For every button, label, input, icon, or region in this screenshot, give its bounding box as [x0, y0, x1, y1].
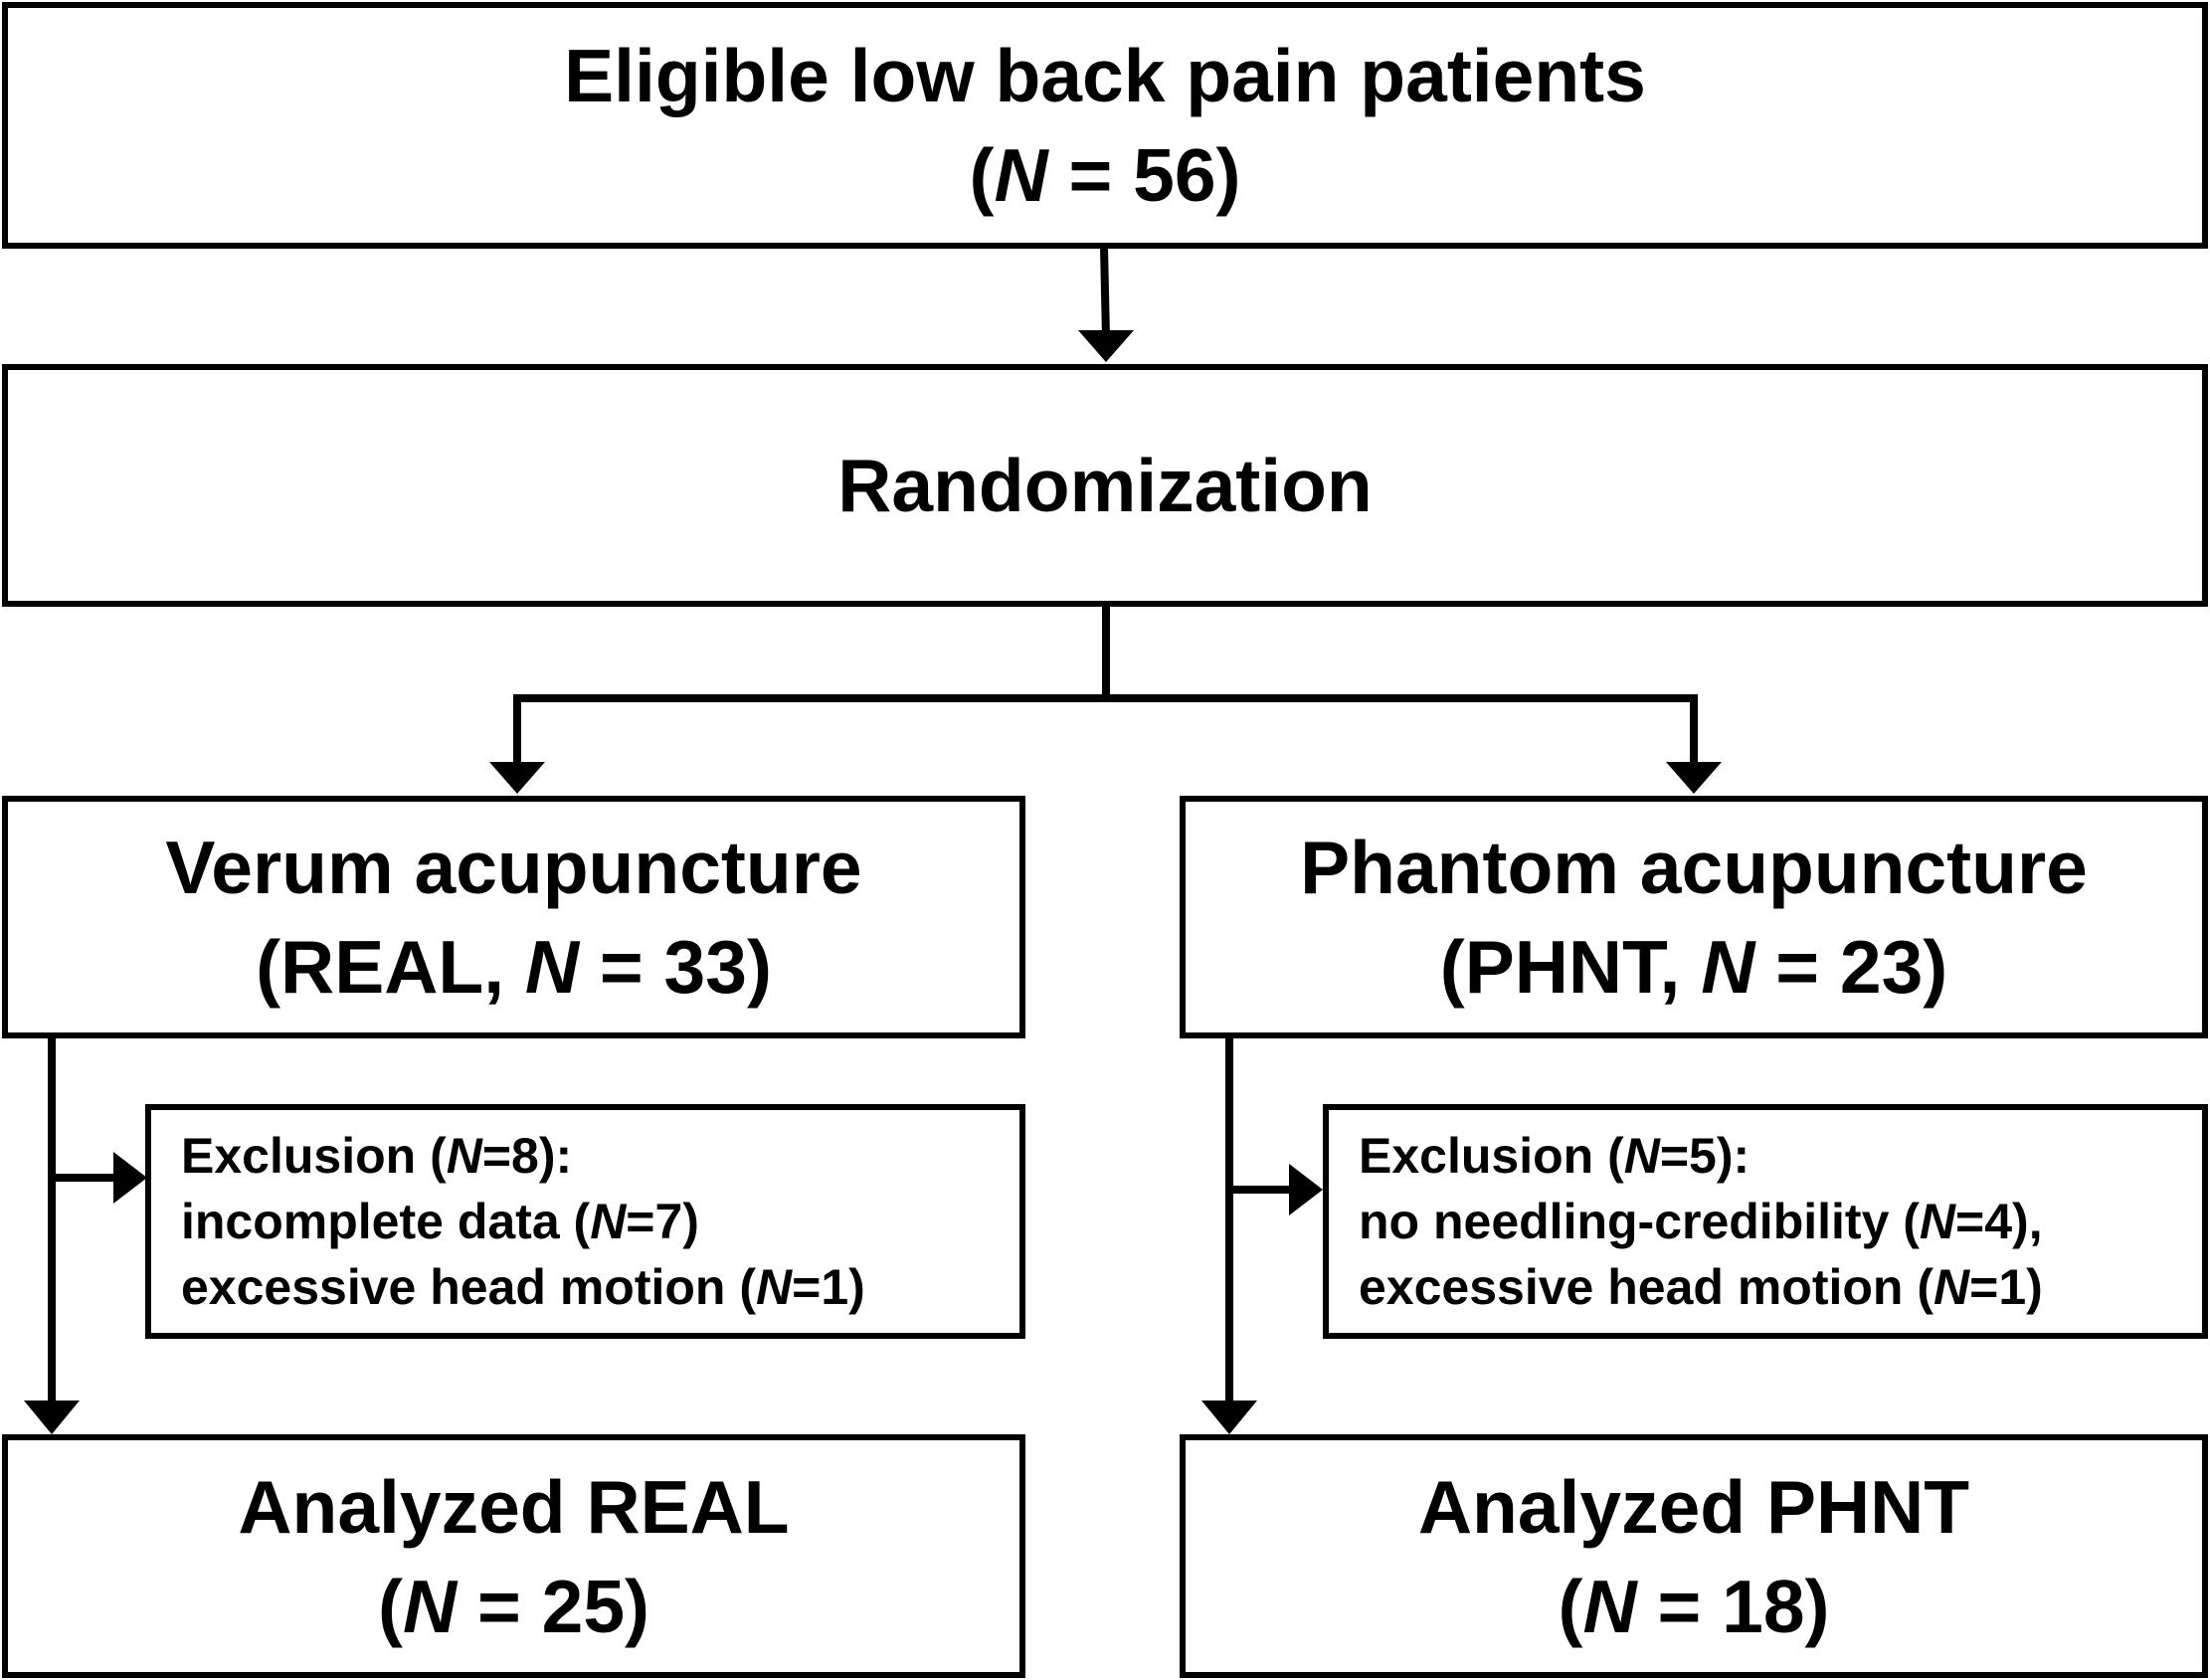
phnt-exclusion-total: Exclusion (N=5): [1359, 1128, 1750, 1184]
verum-acupuncture-count: (REAL, N = 33) [256, 925, 772, 1009]
arrowhead-phnt-exclusion [1289, 1164, 1323, 1215]
phantom-acupuncture-box: Phantom acupuncture (PHNT, N = 23) [1180, 796, 2208, 1038]
randomization-label: Randomization [837, 444, 1373, 527]
eligible-patients-box: Eligible low back pain patients (N = 56) [2, 2, 2208, 249]
analyzed-phnt-title: Analyzed PHNT [1417, 1464, 1970, 1549]
real-exclusion-total: Exclusion (N=8): [181, 1128, 573, 1184]
verum-acupuncture-title: Verum acupuncture [165, 826, 862, 909]
analyzed-phnt-count: (N = 18) [1558, 1564, 1830, 1648]
analyzed-real-title: Analyzed REAL [238, 1464, 790, 1549]
eligible-patients-title: Eligible low back pain patients [564, 34, 1646, 117]
phnt-exclusion-box: Exclusion (N=5): no needling-credibility… [1323, 1104, 2208, 1339]
eligible-patients-count: (N = 56) [969, 133, 1241, 217]
arrow-top-to-randomization [1100, 246, 1110, 339]
phantom-acupuncture-title: Phantom acupuncture [1300, 826, 2088, 909]
arrowhead-phnt-analyzed [1201, 1400, 1257, 1434]
phnt-exclusion-motion: excessive head motion (N=1) [1359, 1259, 2043, 1315]
real-exclusion-motion: excessive head motion (N=1) [181, 1259, 865, 1315]
real-exclusion-box: Exclusion (N=8): incomplete data (N=7) e… [145, 1104, 1025, 1339]
arrowhead-real [489, 762, 545, 794]
analyzed-real-box: Analyzed REAL (N = 25) [2, 1434, 1025, 1678]
arrowhead-real-analyzed [24, 1400, 80, 1434]
verum-acupuncture-box: Verum acupuncture (REAL, N = 33) [2, 796, 1025, 1038]
real-exclusion-incomplete: incomplete data (N=7) [181, 1194, 699, 1249]
phantom-acupuncture-count: (PHNT, N = 23) [1439, 925, 1948, 1009]
arrowhead-phnt [1666, 762, 1722, 794]
phnt-exclusion-credibility: no needling-credibility (N=4), [1359, 1194, 2043, 1249]
analyzed-phnt-box: Analyzed PHNT (N = 18) [1180, 1434, 2208, 1678]
analyzed-real-count: (N = 25) [377, 1564, 650, 1648]
randomization-box: Randomization [2, 364, 2208, 607]
arrowhead-randomization [1078, 330, 1134, 362]
arrowhead-real-exclusion [113, 1152, 147, 1204]
